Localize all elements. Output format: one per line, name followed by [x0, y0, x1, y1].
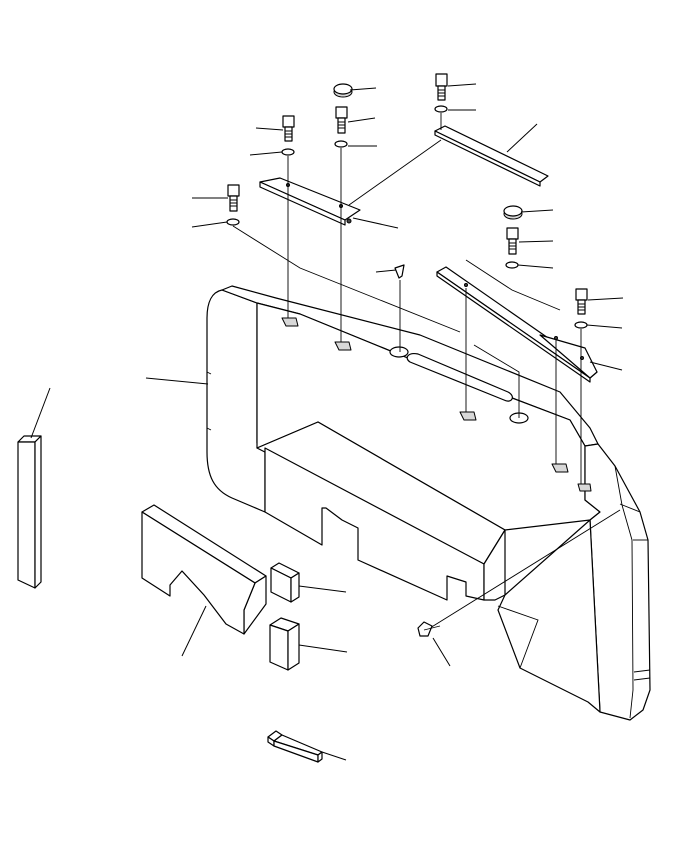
leader-bolt-upper-middle — [347, 117, 376, 123]
leader-clip — [375, 269, 397, 273]
leader-blank-pad-upper — [349, 87, 377, 91]
leader-washer-right — [586, 324, 623, 329]
leader-block-small-lower — [298, 644, 348, 653]
bolt-right — [575, 288, 588, 315]
callout-leaders — [30, 83, 624, 761]
bolt-upper-right — [435, 73, 448, 101]
leader-blank-pad-right — [520, 209, 554, 213]
cover-plate-left — [259, 177, 361, 226]
bracket-right — [436, 266, 598, 383]
block-small-lower — [269, 617, 300, 671]
bolt-upper-left — [282, 115, 295, 142]
blank-pad-right — [503, 205, 523, 220]
plug — [417, 621, 441, 637]
hook-plate — [267, 730, 323, 763]
washer-right-middle — [505, 261, 519, 269]
leader-angle-bracket-upper-right — [506, 123, 538, 153]
leader-washer-left — [191, 221, 228, 228]
leader-washer-right-middle — [517, 264, 554, 269]
leader-hook-plate — [321, 751, 347, 761]
leader-plug — [432, 637, 451, 667]
leader-bracket-right — [589, 361, 623, 371]
blank-pad-upper — [333, 83, 353, 98]
block-small-upper — [270, 562, 300, 603]
leader-cover-plate-left — [352, 217, 399, 229]
leader-bolt-upper-left — [255, 127, 284, 131]
leader-counterweight-body — [145, 377, 209, 385]
leader-bar — [30, 387, 51, 439]
leader-bolt-right-middle — [518, 240, 554, 243]
washer-right — [574, 321, 588, 329]
leader-washer-upper-left — [249, 151, 283, 156]
bolt-left — [227, 184, 240, 212]
washer-upper-left — [281, 148, 295, 156]
washer-upper-middle — [334, 140, 348, 148]
bolt-upper-middle — [335, 106, 348, 134]
leader-bolt-right — [587, 297, 624, 301]
counterweight-body — [206, 285, 651, 721]
leader-counterweight-block — [181, 605, 207, 657]
washer-upper-right — [434, 105, 448, 113]
leader-bolt-upper-right — [447, 83, 477, 87]
angle-bracket-upper-right — [434, 125, 549, 187]
assembly-lines — [232, 113, 621, 629]
washer-left — [226, 218, 240, 226]
clip — [394, 264, 405, 279]
leader-block-small-upper — [298, 585, 347, 593]
bar — [17, 435, 42, 589]
counterweight-block — [141, 504, 267, 635]
bolt-right-middle — [506, 227, 519, 255]
